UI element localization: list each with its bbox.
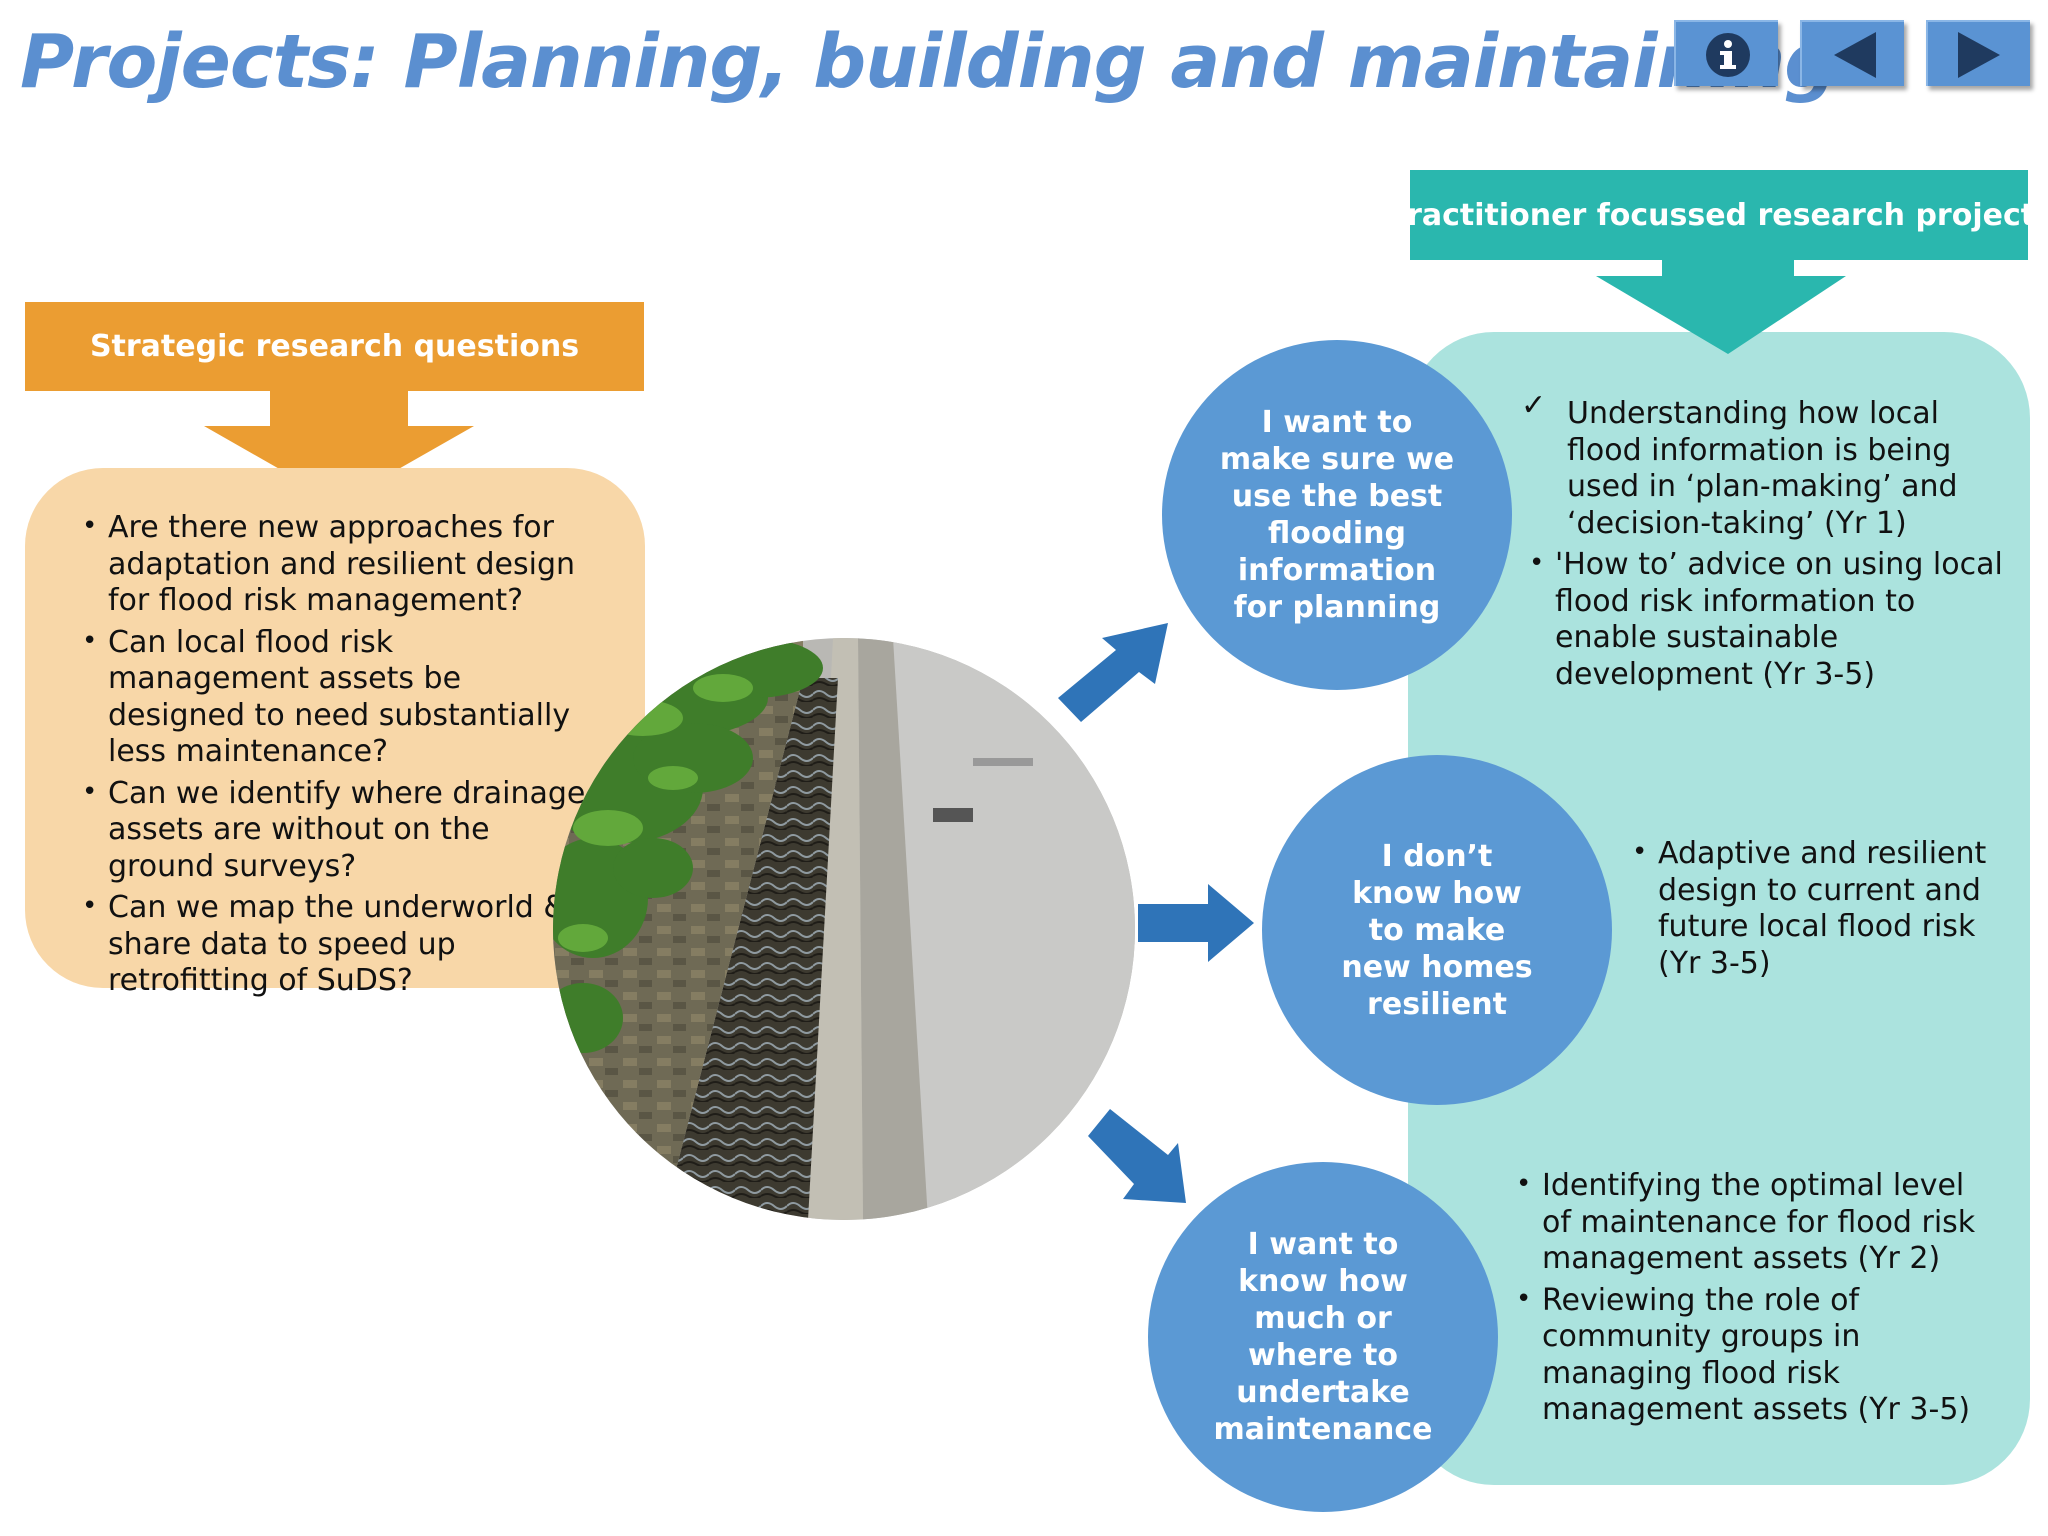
need-label: I want to know how much or where to unde… [1213,1227,1433,1447]
list-item: Can we map the underworld & share data t… [80,888,600,1000]
arrow-right-icon [1138,884,1254,962]
list-item: Can local flood risk management assets b… [80,623,600,771]
need-label: I don’t know how to make new homes resil… [1341,838,1533,1022]
arrow-up-right-icon [1058,623,1168,722]
list-item: Reviewing the role of community groups i… [1514,1281,1994,1429]
projects-list-planning: Understanding how local flood informatio… [1521,388,2017,698]
practitioner-header: Practitioner focussed research projects [1385,170,2048,260]
list-item: Identifying the optimal level of mainten… [1514,1166,1994,1278]
strategic-questions-list: Are there new approaches for adaptation … [80,508,600,1005]
practitioner-down-arrow [1596,258,1846,354]
need-circle-planning: I want to make sure we use the best floo… [1162,340,1512,690]
page-title: Projects: Planning, building and maintai… [20,19,1837,105]
triangle-left-icon [1834,32,1876,78]
strategic-header: Strategic research questions [25,302,644,391]
info-icon [1706,33,1750,77]
need-circle-homes: I don’t know how to make new homes resil… [1262,755,1612,1105]
drainage-channel-photo [553,638,1135,1220]
list-item: Can we identify where drainage assets ar… [80,774,600,886]
list-item: Understanding how local flood informatio… [1521,388,2017,542]
arrow-down-right-icon [1088,1109,1186,1203]
list-item: 'How to’ advice on using local flood ris… [1527,545,2017,693]
projects-list-maintenance: Identifying the optimal level of mainten… [1514,1166,1994,1434]
info-button[interactable] [1674,20,1778,86]
need-label: I want to make sure we use the best floo… [1219,405,1455,625]
previous-button[interactable] [1800,20,1904,86]
triangle-right-icon [1958,32,2000,78]
next-button[interactable] [1926,20,2030,86]
list-item: Are there new approaches for adaptation … [80,508,600,620]
list-item: Adaptive and resilient design to current… [1630,834,2010,982]
strategic-down-arrow [204,388,474,503]
need-circle-maintenance: I want to know how much or where to unde… [1148,1162,1498,1512]
projects-list-homes: Adaptive and resilient design to current… [1630,834,2010,987]
